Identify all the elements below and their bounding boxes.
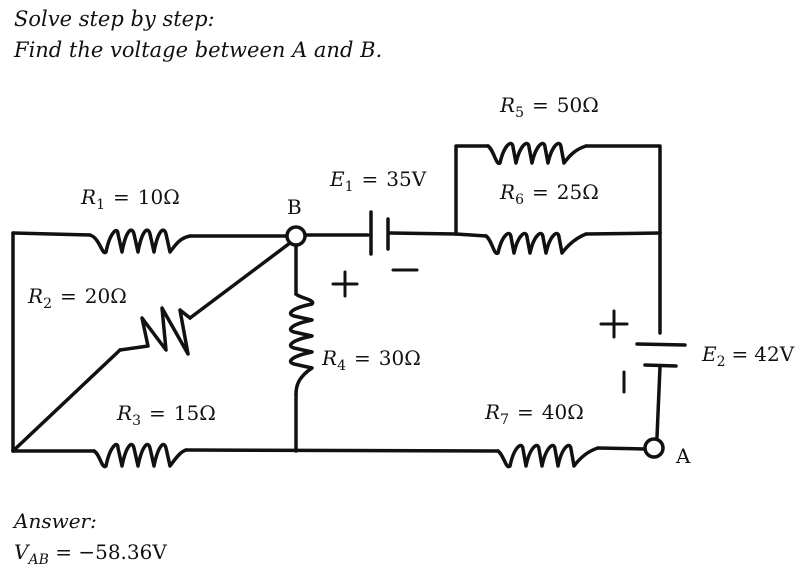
battery-e2-short-plate (643, 363, 678, 368)
label-r1-sub: 1 (96, 197, 105, 213)
resistor-r3 (92, 442, 188, 469)
node-a-label: A (675, 444, 691, 468)
wire-bottom-right (596, 446, 647, 451)
label-e2-symbol: E (701, 342, 717, 366)
label-r7-sub: 7 (500, 412, 509, 428)
label-r7-symbol: R (484, 400, 500, 424)
label-e1-sub: 1 (345, 179, 354, 195)
wire-r6-right (584, 231, 662, 236)
label-r4-symbol: R (321, 346, 337, 370)
label-r4: R4 = 30Ω (321, 346, 421, 374)
label-r2-symbol: R (27, 284, 43, 308)
label-e2-sub: 2 (717, 354, 726, 370)
label-r6-sub: 6 (515, 192, 524, 208)
label-r3-symbol: R (116, 401, 132, 425)
resistor-r4 (288, 292, 315, 396)
resistor-r2 (118, 306, 192, 356)
label-r3: R3 = 15Ω (116, 401, 216, 429)
label-r2: R2 = 20Ω (27, 284, 127, 312)
label-r7-equals: = (517, 400, 534, 424)
label-r2-sub: 2 (43, 296, 52, 312)
label-r3-equals: = (149, 401, 166, 425)
wire-bottom-middle (184, 448, 500, 453)
label-r1-equals: = (113, 185, 130, 209)
label-r3-value: 15Ω (174, 401, 216, 425)
answer-equals: = (55, 540, 72, 564)
resistor-r1 (88, 228, 192, 255)
wire-r5-right (584, 144, 662, 235)
label-r1-symbol: R (80, 185, 96, 209)
label-r3-sub: 3 (132, 413, 141, 429)
wire-right-rail-bottom (655, 365, 662, 439)
label-r7-value: 40Ω (542, 400, 584, 424)
label-r5-sub: 5 (515, 105, 524, 121)
wire-e1-to-junction (388, 231, 458, 236)
label-r5-symbol: R (499, 93, 515, 117)
battery-e1 (331, 210, 419, 298)
answer-block: Answer: VAB = −58.36V (14, 506, 167, 576)
label-e2-equals: = (732, 342, 749, 366)
answer-symbol: V (14, 540, 29, 564)
wire-r2-upper (188, 241, 292, 320)
label-r6: R6 = 25Ω (499, 180, 599, 208)
wire-r6-left (454, 232, 488, 238)
label-r6-symbol: R (499, 180, 515, 204)
answer-value: −58.36V (78, 540, 167, 564)
wire-r2-lower (11, 348, 122, 453)
node-b-terminal (285, 225, 307, 247)
label-r2-equals: = (60, 284, 77, 308)
label-e1-symbol: E (329, 167, 345, 191)
label-e1-value: 35V (386, 167, 426, 191)
label-r5-value: 50Ω (557, 93, 599, 117)
resistor-r6 (484, 231, 588, 256)
label-r4-value: 30Ω (379, 346, 421, 370)
problem-line-1: Solve step by step: (14, 7, 215, 31)
label-r2-value: 20Ω (85, 284, 127, 308)
label-r1: R1 = 10Ω (80, 185, 180, 213)
problem-statement: Solve step by step: Find the voltage bet… (14, 4, 382, 66)
answer-line: VAB = −58.36V (14, 537, 167, 576)
label-r5-equals: = (532, 93, 549, 117)
label-r1-value: 10Ω (138, 185, 180, 209)
battery-e2 (599, 309, 687, 394)
label-r5: R5 = 50Ω (499, 93, 599, 121)
label-e1: E1 = 35V (329, 167, 427, 195)
label-e1-equals: = (362, 167, 379, 191)
label-e2-value: 42V (754, 342, 794, 366)
circuit-wires (11, 144, 662, 453)
answer-heading: Answer: (14, 509, 97, 533)
resistor-r5 (486, 141, 588, 166)
label-r6-value: 25Ω (557, 180, 599, 204)
node-b-label: B (287, 195, 302, 219)
label-r4-sub: 4 (337, 358, 346, 374)
resistor-r7 (496, 443, 600, 469)
problem-line-2: Find the voltage between A and B. (14, 38, 383, 62)
label-r7: R7 = 40Ω (484, 400, 584, 428)
label-r6-equals: = (532, 180, 549, 204)
label-r4-equals: = (354, 346, 371, 370)
label-e2: E2 =42V (701, 342, 795, 370)
node-a-terminal (643, 437, 665, 459)
wire-r5-left (454, 144, 490, 236)
battery-e2-long-plate (635, 342, 687, 347)
answer-sub: AB (28, 552, 49, 568)
wire-top-left (11, 231, 92, 237)
